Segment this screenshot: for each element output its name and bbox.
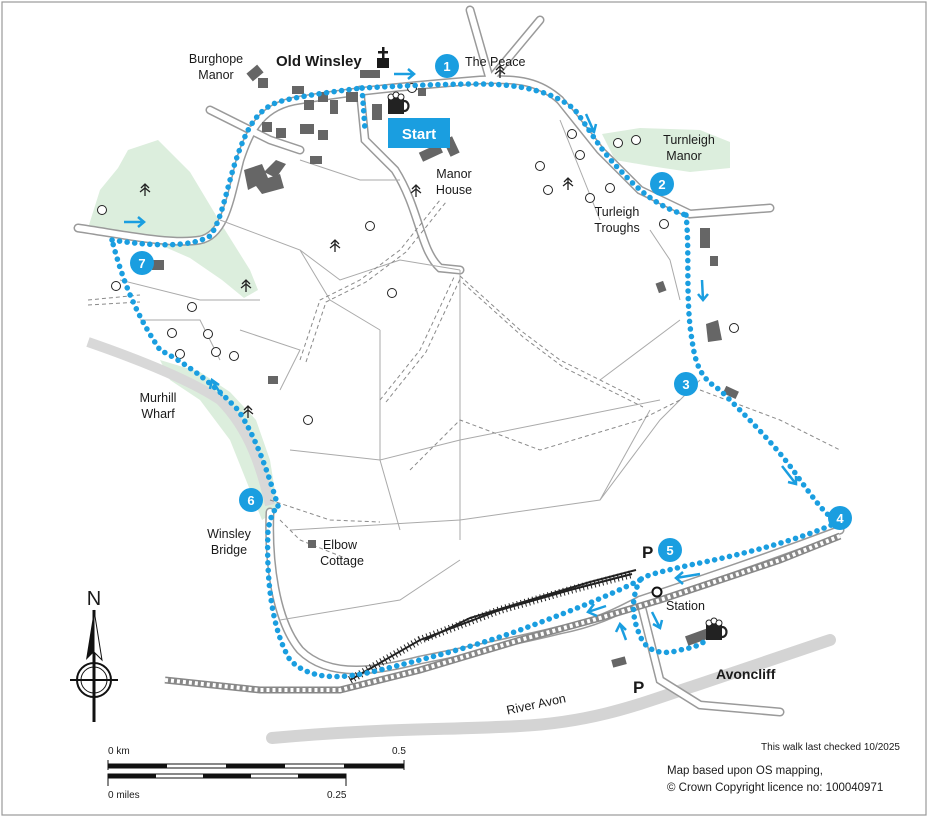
svg-text:6: 6 [247,493,254,508]
field-boundaries [119,119,701,621]
waypoint-5: 5 [658,538,682,562]
last-checked-note: This walk last checked 10/2025 [761,742,900,753]
label-manor-house: House [436,183,472,197]
north-label: N [87,588,101,610]
svg-text:3: 3 [682,377,689,392]
station-icon [651,586,663,598]
label-turleigh-troughs: Troughs [594,221,639,235]
river-avon [266,634,836,744]
label-winsley-bridge: Winsley [207,527,252,541]
label-old-winsley: Old Winsley [276,53,362,70]
label-elbow-cottage: Elbow [323,538,358,552]
waypoint-3: 3 [674,372,698,396]
walking-route [109,81,841,680]
label-turnleigh-manor: Manor [666,149,701,163]
label-burghope-manor: Manor [198,68,233,82]
start-marker: Start [388,118,450,148]
scale-bar: 0 km 0.5 0 miles 0.25 [107,746,406,801]
waypoint-7: 7 [130,251,154,275]
scale-miles-end: 0.25 [327,790,347,801]
label-the-peace: The Peace [465,55,526,69]
label-winsley-bridge: Bridge [211,543,247,557]
label-murhill-wharf: Wharf [141,407,175,421]
label-turnleigh-manor: Turnleigh [663,133,715,147]
embankment [348,569,637,684]
pub-icon [387,91,410,114]
place-labels: Old Winsley Burghope Manor The Peace Man… [140,52,776,718]
waypoint-4: 4 [828,506,852,530]
label-station: Station [666,599,705,613]
svg-text:5: 5 [666,543,673,558]
label-burghope-manor: Burghope [189,52,243,66]
waypoint-markers: 1 2 3 4 5 6 7 [130,54,852,562]
svg-text:7: 7 [138,256,145,271]
conifer-icon [139,65,574,418]
label-murhill-wharf: Murhill [140,391,177,405]
waypoint-1: 1 [435,54,459,78]
waypoint-2: 2 [650,172,674,196]
pub-icon [705,617,728,640]
parking-label: P [633,678,644,697]
north-arrow-icon: N [70,588,118,722]
label-avoncliff: Avoncliff [716,666,776,682]
canal [86,337,275,507]
roads [73,5,845,717]
credit-line-2: © Crown Copyright licence no: 100040971 [667,782,883,794]
svg-text:2: 2 [658,177,665,192]
svg-text:1: 1 [443,59,450,74]
footer-notes: This walk last checked 10/2025 Map based… [667,742,900,794]
route-arrows [124,68,798,641]
railway [164,532,842,694]
credit-line-1: Map based upon OS mapping, [667,765,823,777]
svg-text:4: 4 [836,511,844,526]
label-elbow-cottage: Cottage [320,554,364,568]
scale-km-end: 0.5 [392,746,406,757]
church-icon [377,47,389,68]
waypoint-6: 6 [239,488,263,512]
label-manor-house: Manor [436,167,471,181]
parking-label: P [642,543,653,562]
start-label: Start [402,126,436,143]
scale-km-start: 0 km [108,746,130,757]
tracks [87,199,841,561]
label-turleigh-troughs: Turleigh [595,205,640,219]
tree-icon [97,83,739,425]
scale-miles-start: 0 miles [108,790,140,801]
